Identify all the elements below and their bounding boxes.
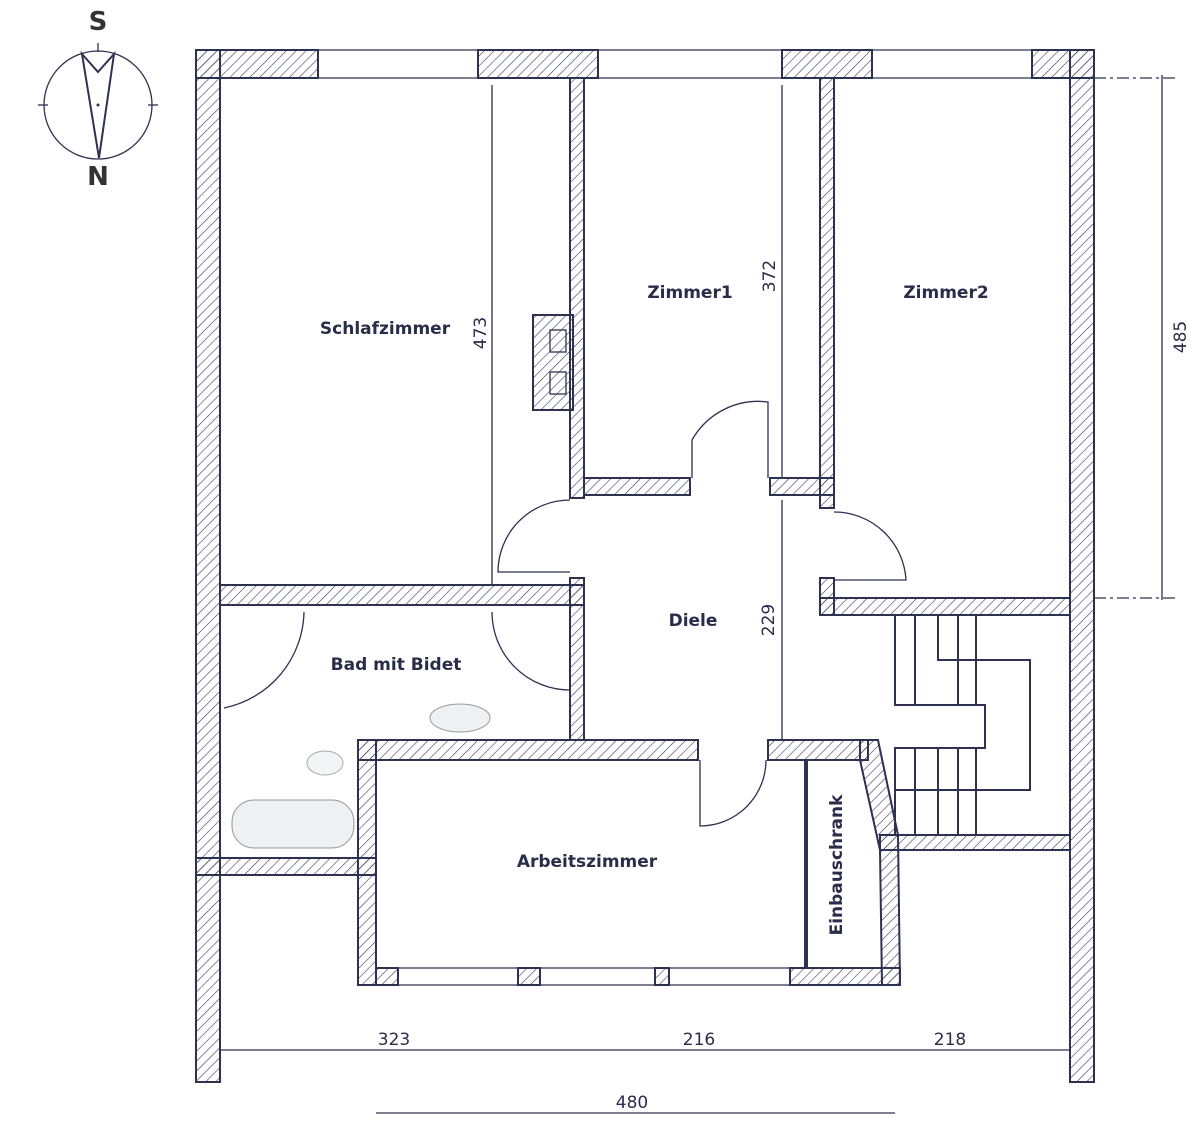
room-label-zimmer2: Zimmer2 bbox=[903, 283, 988, 303]
dim-bottom-right: 218 bbox=[934, 1030, 966, 1050]
doors bbox=[223, 400, 907, 827]
room-label-diele: Diele bbox=[669, 611, 718, 631]
dim-diele-height: 229 bbox=[759, 604, 779, 636]
staircase bbox=[894, 615, 1031, 835]
dim-bottom-total: 480 bbox=[616, 1093, 648, 1113]
walls bbox=[195, 49, 1095, 1083]
room-label-arbeitszimmer: Arbeitszimmer bbox=[517, 852, 658, 872]
dim-bottom-mid: 216 bbox=[683, 1030, 715, 1050]
dimension-lines bbox=[220, 75, 1175, 1114]
room-label-bad: Bad mit Bidet bbox=[331, 655, 462, 675]
dim-schlafzimmer-height: 473 bbox=[471, 317, 491, 349]
compass-north-label: N bbox=[87, 162, 109, 192]
compass-south-label: S bbox=[89, 7, 108, 37]
bathroom-fixtures bbox=[231, 703, 491, 849]
dim-zimmer1-height: 372 bbox=[760, 260, 780, 292]
dim-zimmer2-height: 485 bbox=[1171, 321, 1191, 353]
room-label-einbauschrank: Einbauschrank bbox=[827, 794, 847, 936]
room-label-zimmer1: Zimmer1 bbox=[647, 283, 732, 303]
dim-bottom-left: 323 bbox=[378, 1030, 410, 1050]
room-label-schlafzimmer: Schlafzimmer bbox=[320, 319, 451, 339]
compass-icon: S N bbox=[38, 7, 158, 192]
